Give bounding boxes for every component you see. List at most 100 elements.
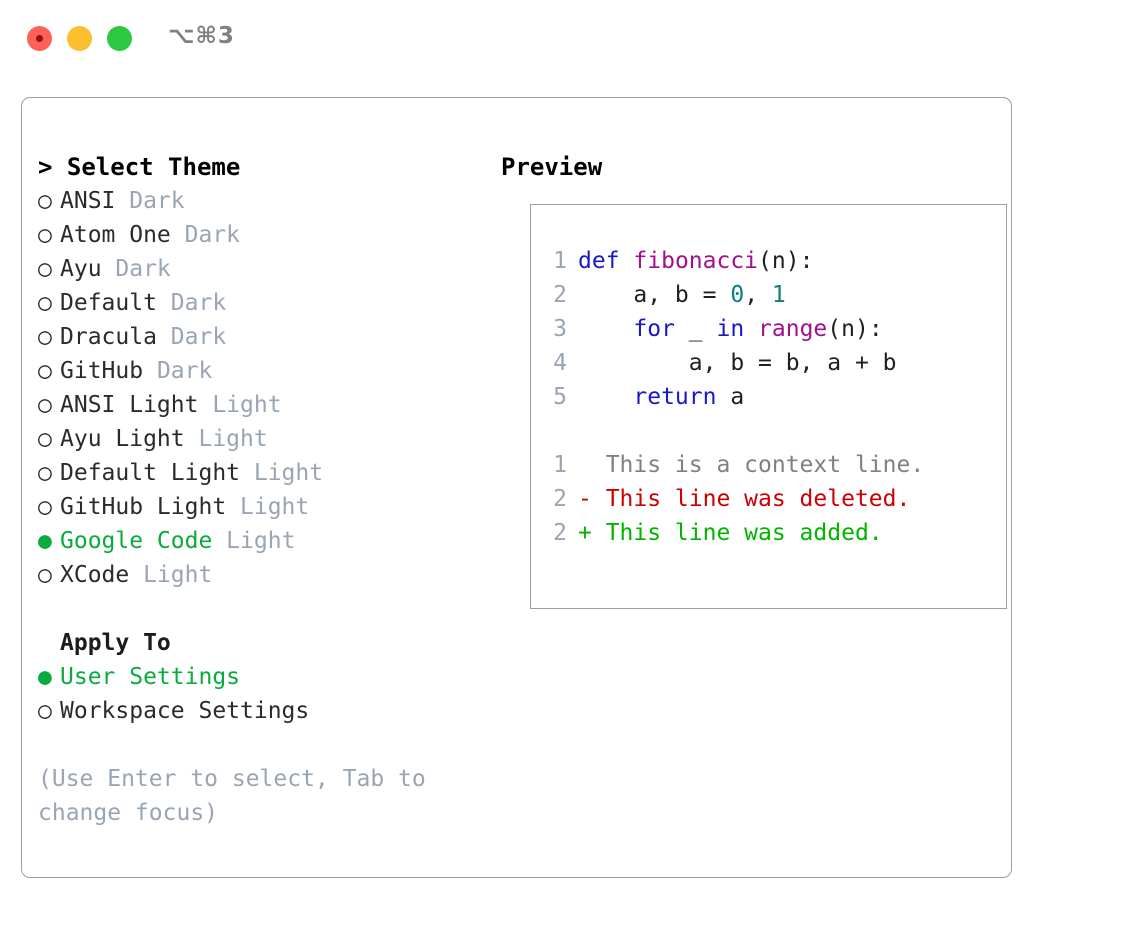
radio-unselected-icon: ○: [38, 426, 52, 452]
theme-list-item[interactable]: ○ ANSI Dark: [38, 184, 478, 218]
theme-list-item[interactable]: ○GitHub Light Light: [38, 490, 478, 524]
theme-list-item[interactable]: ○ Atom One Dark: [38, 218, 478, 252]
code-token: fibonacci: [633, 248, 759, 274]
theme-variant-tag: Dark: [115, 188, 185, 214]
theme-name: ANSI: [60, 188, 116, 214]
code-token: [744, 316, 758, 342]
radio-unselected-icon: ○: [38, 562, 52, 588]
theme-selection-column: > Select Theme ○ANSI Dark○Atom One Dark○…: [38, 150, 478, 830]
theme-variant-tag: Dark: [170, 222, 241, 248]
code-token: def: [578, 248, 620, 274]
line-number: 1: [553, 452, 567, 478]
theme-list-item[interactable]: ○ANSI Light Light: [38, 388, 478, 422]
theme-variant-tag: Dark: [143, 358, 213, 384]
minimize-button[interactable]: [67, 26, 92, 51]
code-token: range: [758, 316, 828, 342]
line-number: 1: [553, 248, 567, 274]
code-token: 0: [730, 282, 745, 308]
theme-list-item[interactable]: ○Ayu Dark: [38, 252, 478, 286]
radio-unselected-icon: ○: [38, 698, 52, 724]
code-token: 1: [771, 282, 786, 308]
radio-unselected-icon: ○: [38, 494, 52, 520]
keyboard-hint: (Use Enter to select, Tab to change focu…: [38, 766, 440, 826]
theme-list-item[interactable]: ○ GitHub Dark: [38, 354, 478, 388]
line-number: 2: [553, 282, 567, 308]
apply-to-option[interactable]: ○ Workspace Settings: [38, 694, 478, 728]
diff-line: 2- This line was deleted.: [531, 482, 1006, 516]
theme-name: Ayu: [60, 256, 102, 282]
code-token: return: [633, 384, 717, 410]
code-text: for _ in range(n):: [567, 316, 882, 342]
title-bar: ⌥⌘3: [0, 0, 1140, 78]
code-token: a, b = b, a + b: [578, 350, 897, 376]
code-token: _: [674, 316, 717, 342]
diff-text-deleted: - This line was deleted.: [578, 486, 911, 512]
line-number: 4: [553, 350, 567, 376]
theme-name: Google Code: [60, 528, 213, 554]
radio-selected-icon: ●: [38, 528, 52, 554]
apply-to-option[interactable]: ● User Settings: [38, 660, 478, 694]
radio-unselected-icon: ○: [38, 460, 52, 486]
code-blank-line: [531, 414, 1006, 448]
theme-list-item[interactable]: ○ Default Dark: [38, 286, 478, 320]
list-spacer: [38, 592, 478, 626]
theme-variant-tag: Dark: [156, 324, 227, 350]
theme-list-item[interactable]: ○ Dracula Dark: [38, 320, 478, 354]
code-token: [620, 248, 634, 274]
radio-unselected-icon: ○: [38, 358, 52, 384]
apply-to-option-label: User Settings: [60, 664, 241, 690]
theme-variant-tag: Light: [226, 494, 310, 520]
theme-variant-tag: Light: [184, 426, 268, 452]
apply-to-heading: Apply To: [60, 630, 171, 656]
radio-unselected-icon: ○: [38, 188, 52, 214]
theme-variant-tag: Light: [212, 528, 296, 554]
code-line: 5 return a: [531, 380, 1006, 414]
theme-variant-tag: Light: [240, 460, 324, 486]
maximize-button[interactable]: [107, 26, 132, 51]
theme-name: GitHub: [60, 358, 144, 384]
theme-variant-tag: Dark: [156, 290, 227, 316]
close-button[interactable]: [27, 26, 52, 51]
page-title: > Select Theme: [38, 153, 241, 181]
apply-to-list[interactable]: ● User Settings ○ Workspace Settings: [38, 660, 478, 728]
theme-list-item[interactable]: ○ Ayu Light Light: [38, 422, 478, 456]
diff-line: 2+ This line was added.: [531, 516, 1006, 550]
keyboard-shortcut-label: ⌥⌘3: [168, 23, 235, 49]
code-token: [578, 316, 633, 342]
theme-variant-tag: Dark: [101, 256, 171, 282]
theme-variant-tag: Light: [129, 562, 213, 588]
theme-name: Ayu Light: [60, 426, 185, 452]
apply-to-option-label: Workspace Settings: [60, 698, 310, 724]
line-number: 3: [553, 316, 567, 342]
theme-name: XCode: [60, 562, 130, 588]
theme-list-item[interactable]: ○ Default Light Light: [38, 456, 478, 490]
radio-selected-icon: ●: [38, 664, 52, 690]
theme-list-item[interactable]: ● Google Code Light: [38, 524, 478, 558]
preview-title: Preview: [501, 153, 603, 181]
code-token: ,: [744, 282, 772, 308]
theme-name: ANSI Light: [60, 392, 199, 418]
theme-list[interactable]: ○ANSI Dark○Atom One Dark○Ayu Dark○Defaul…: [38, 184, 478, 592]
code-token: a: [716, 384, 745, 410]
diff-line: 1 This is a context line.: [531, 448, 1006, 482]
code-line: 2 a, b = 0, 1: [531, 278, 1006, 312]
radio-unselected-icon: ○: [38, 222, 52, 248]
theme-name: Dracula: [60, 324, 157, 350]
code-token: for: [633, 316, 675, 342]
diff-text-added: + This line was added.: [578, 520, 883, 546]
radio-unselected-icon: ○: [38, 290, 52, 316]
traffic-lights: [27, 26, 132, 51]
radio-unselected-icon: ○: [38, 324, 52, 350]
theme-list-item[interactable]: ○ XCode Light: [38, 558, 478, 592]
diff-text-context: This is a context line.: [578, 452, 925, 478]
theme-name: Default Light: [60, 460, 241, 486]
theme-name: Default: [60, 290, 157, 316]
code-text: def fibonacci(n):: [567, 248, 813, 274]
theme-name: Atom One: [60, 222, 171, 248]
code-line: 4 a, b = b, a + b: [531, 346, 1006, 380]
code-text: return a: [567, 384, 744, 410]
